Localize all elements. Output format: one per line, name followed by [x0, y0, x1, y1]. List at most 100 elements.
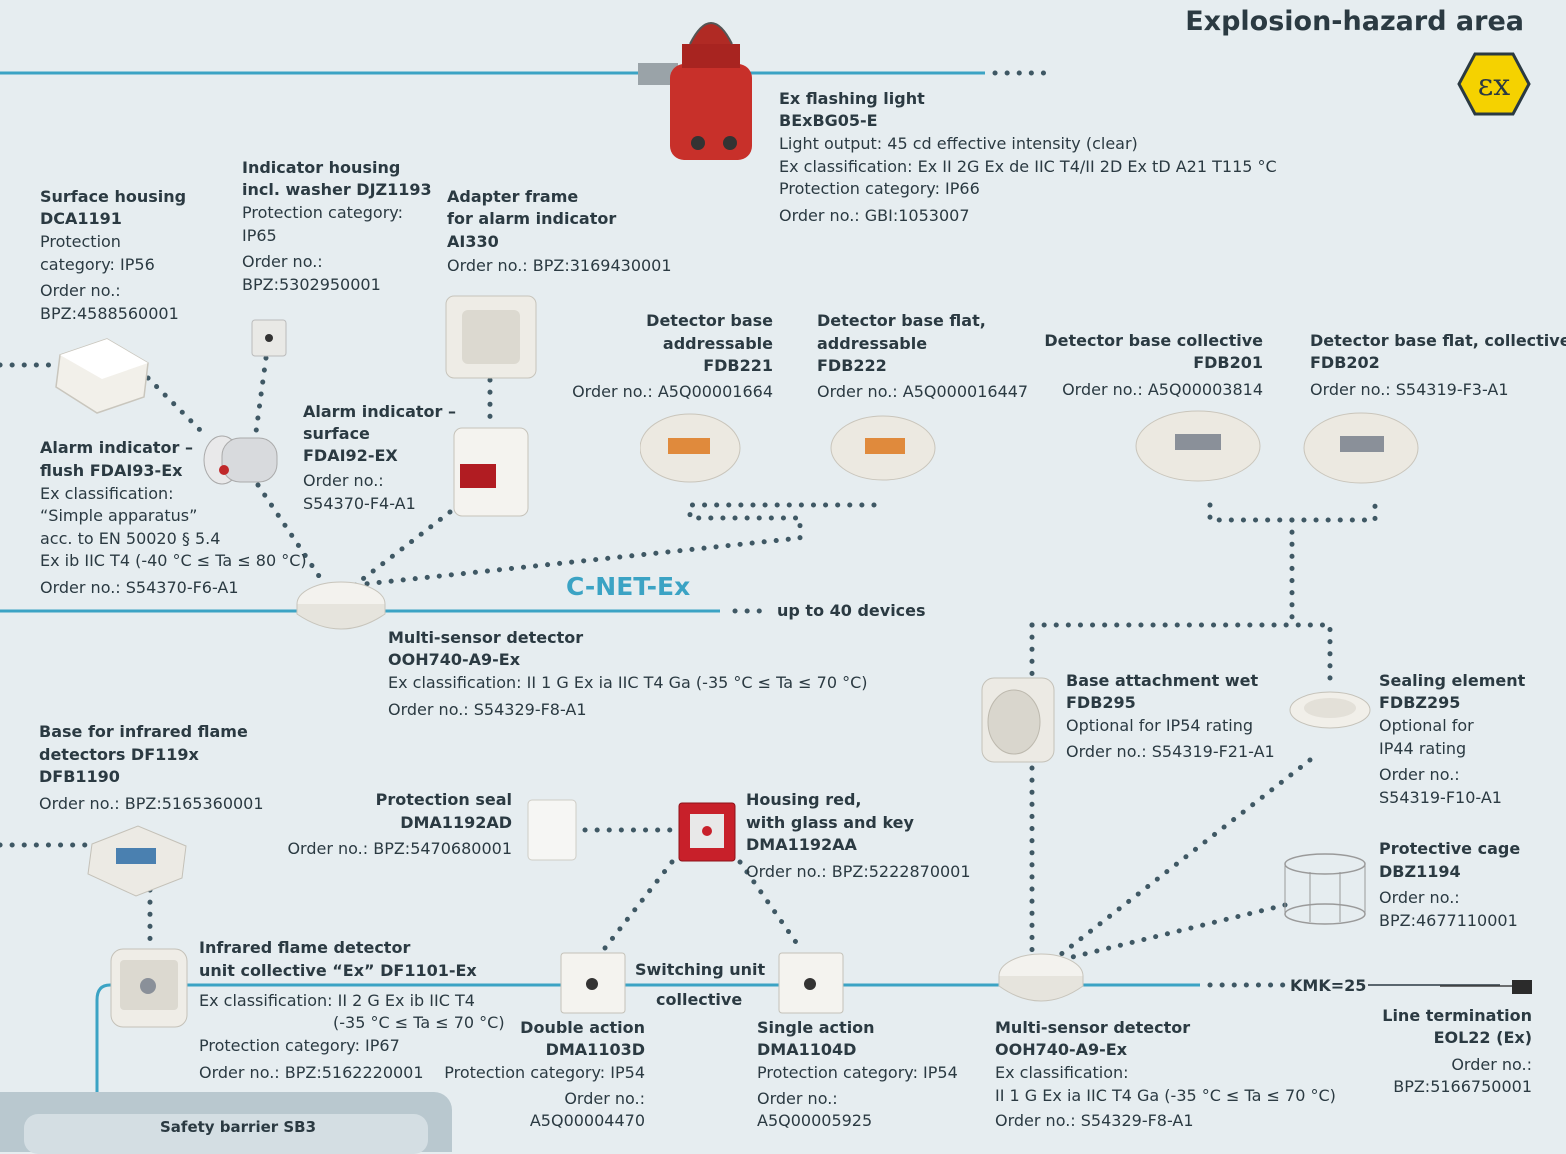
ir-flame-order: Order no.: BPZ:5162220001: [199, 1063, 424, 1082]
base-fdb222-model: FDB222: [817, 356, 887, 375]
base-fdb202-image: [1303, 412, 1419, 484]
multisensor-bottom-image: [998, 953, 1084, 1002]
indicator-housing-order2: BPZ:5302950001: [242, 275, 381, 294]
sealing-order2: S54319-F10-A1: [1379, 788, 1502, 807]
base-fdb201-image: [1135, 410, 1261, 482]
alarm-surface-model: FDAI92-EX: [303, 446, 398, 465]
alarm-surface-title1: Alarm indicator –: [303, 402, 456, 421]
dots-sealing: [1057, 757, 1313, 958]
alarm-flush-line4: Ex ib IIC T4 (-40 °C ≤ Ta ≤ 80 °C): [40, 551, 307, 570]
protection-seal-model: DMA1192AD: [400, 813, 512, 832]
ir-flame-ex: Ex classification: II 2 G Ex ib IIC T4: [199, 991, 475, 1010]
double-action-model: DMA1103D: [545, 1040, 645, 1059]
alarm-flush-title2: flush FDAI93-Ex: [40, 461, 183, 480]
double-action-protection: Protection category: IP54: [444, 1063, 645, 1082]
dots-housing-alarm: [145, 375, 208, 438]
multisensor-top-image: [296, 581, 386, 630]
ir-flame-protection: Protection category: IP67: [199, 1036, 400, 1055]
cnet-label: C-NET-Ex: [566, 572, 691, 601]
single-action-order1: Order no.:: [757, 1089, 838, 1108]
switching-unit-label2: collective: [656, 990, 743, 1009]
cnet-capacity: up to 40 devices: [777, 601, 926, 620]
alarm-flush-line1: Ex classification:: [40, 484, 174, 503]
base-ir-image: [87, 825, 187, 897]
base-fdb202-order: Order no.: S54319-F3-A1: [1310, 380, 1509, 399]
protection-seal-image: [527, 799, 577, 861]
base-fdb222-image: [830, 415, 936, 481]
flashing-light-title: Ex flashing light: [779, 89, 925, 108]
surface-housing-order1: Order no.:: [40, 281, 121, 300]
ex-hazard-icon: εx: [1457, 52, 1531, 116]
bus-line-down: [95, 983, 111, 1129]
flashing-light-ex: Ex classification: Ex II 2G Ex de IIC T4…: [779, 157, 1277, 176]
base-fdb202-model: FDB202: [1310, 353, 1380, 372]
line-termination-order1: Order no.:: [1451, 1055, 1532, 1074]
svg-text:εx: εx: [1478, 68, 1511, 103]
line-termination-title: Line termination: [1382, 1006, 1532, 1025]
protective-cage-image: [1284, 853, 1366, 925]
base-fdb221-title1: Detector base: [646, 311, 773, 330]
double-action-order1: Order no.:: [564, 1089, 645, 1108]
indicator-housing-model: incl. washer DJZ1193: [242, 180, 432, 199]
dots-base-addressable: [352, 502, 888, 588]
base-wet-line1: Optional for IP54 rating: [1066, 716, 1254, 735]
ir-flame-temp: (-35 °C ≤ Ta ≤ 70 °C): [333, 1013, 505, 1032]
multisensor-bottom-title: Multi-sensor detector: [995, 1018, 1191, 1037]
base-fdb201-order: Order no.: A5Q00003814: [1062, 380, 1263, 399]
sealing-image: [1289, 691, 1371, 729]
base-fdb222-title2: addressable: [817, 334, 928, 353]
detector-bases-images: [640, 410, 1419, 484]
base-fdb221-title2: addressable: [662, 334, 773, 353]
line-termination-model: EOL22 (Ex): [1433, 1028, 1532, 1047]
flashing-light-output: Light output: 45 cd effective intensity …: [779, 134, 1138, 153]
housing-red-title1: Housing red,: [746, 790, 862, 809]
flashing-light-order: Order no.: GBI:1053007: [779, 206, 970, 225]
kmk-label: KMK=25: [1290, 976, 1367, 995]
flashing-light-protection: Protection category: IP66: [779, 179, 980, 198]
double-action-title: Double action: [520, 1018, 645, 1037]
double-action-order2: A5Q00004470: [529, 1111, 645, 1130]
wiring-diagram: [0, 70, 1500, 1129]
adapter-frame-title2: for alarm indicator: [447, 209, 617, 228]
base-ir-model: DFB1190: [39, 767, 120, 786]
housing-red-model: DMA1192AA: [746, 835, 857, 854]
base-fdb222-order: Order no.: A5Q000016447: [817, 382, 1029, 401]
adapter-frame-image: [445, 295, 537, 379]
base-fdb221-image: [640, 413, 741, 483]
protection-seal-title: Protection seal: [375, 790, 512, 809]
dots-alarm-to-detector: [255, 482, 328, 588]
alarm-surface-order1: Order no.:: [303, 471, 384, 490]
protective-cage-model: DBZ1194: [1379, 862, 1461, 881]
base-wet-order: Order no.: S54319-F21-A1: [1066, 742, 1275, 761]
alarm-flush-title1: Alarm indicator –: [40, 438, 193, 457]
multisensor-bottom-ex2: II 1 G Ex ia IIC T4 Ga (-35 °C ≤ Ta ≤ 70…: [995, 1086, 1336, 1105]
multisensor-bottom-ex1: Ex classification:: [995, 1063, 1129, 1082]
multisensor-top-order: Order no.: S54329-F8-A1: [388, 700, 587, 719]
adapter-frame-title1: Adapter frame: [447, 187, 579, 206]
double-action-image: [560, 952, 626, 1014]
multisensor-top-title: Multi-sensor detector: [388, 628, 584, 647]
base-fdb201-title: Detector base collective: [1044, 331, 1263, 350]
flashing-light-model: BExBG05-E: [779, 111, 878, 130]
single-action-model: DMA1104D: [757, 1040, 857, 1059]
protective-cage-order1: Order no.:: [1379, 888, 1460, 907]
dots-branch: [1029, 622, 1333, 683]
base-wet-model: FDB295: [1066, 693, 1136, 712]
indicator-housing-line2: IP65: [242, 226, 277, 245]
protection-seal-order: Order no.: BPZ:5470680001: [287, 839, 512, 858]
dots-to-double: [602, 859, 675, 951]
surface-housing-line1: Protection: [40, 232, 121, 251]
protective-cage-order2: BPZ:4677110001: [1379, 911, 1518, 930]
base-ir-title2: detectors DF119x: [39, 745, 199, 764]
single-action-title: Single action: [757, 1018, 875, 1037]
alarm-flush-image: [203, 435, 278, 485]
base-ir-title1: Base for infrared flame: [39, 722, 248, 741]
adapter-frame-model: AI330: [447, 232, 499, 251]
single-action-image: [778, 952, 844, 1014]
alarm-surface-title2: surface: [303, 424, 370, 443]
ir-flame-image: [110, 948, 188, 1028]
housing-red-order: Order no.: BPZ:5222870001: [746, 862, 971, 881]
base-fdb202-title: Detector base flat, collective: [1310, 331, 1566, 350]
sealing-line2: IP44 rating: [1379, 739, 1467, 758]
base-wet-image: [981, 677, 1055, 763]
